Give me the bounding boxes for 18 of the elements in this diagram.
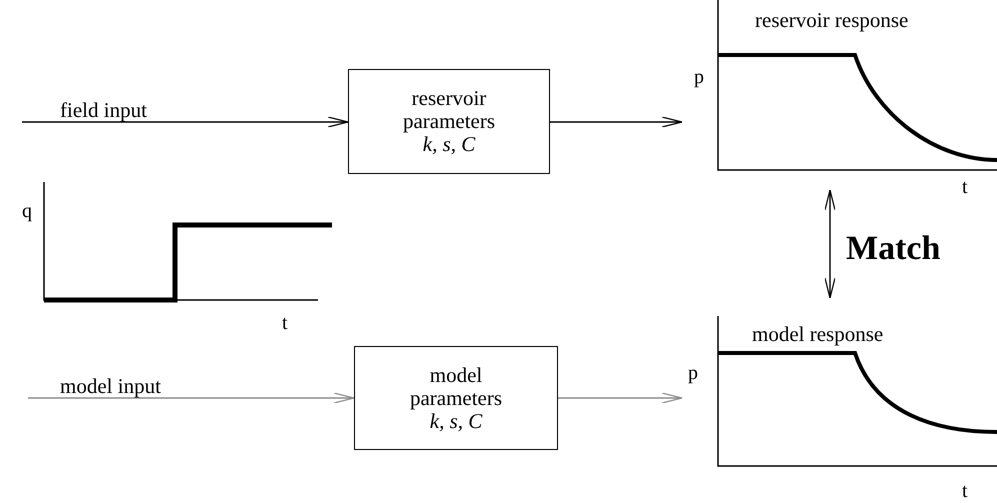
plot-title: model response [752,322,884,347]
arrow [28,392,355,404]
edge-label: field input [60,98,147,123]
axis-label: q [22,200,32,223]
arrow [22,116,349,128]
parameter-box: model parameters k, s, C [354,346,558,450]
parameter-box: reservoir parameters k, s, C [348,69,550,174]
arrow [550,116,683,128]
arrow [558,392,683,404]
axis-label: t [962,480,968,503]
edge-label: model input [60,374,161,399]
axis-label: p [694,66,704,89]
arrow [824,189,836,299]
plot-title: reservoir response [755,8,908,33]
axis-label: p [688,362,698,385]
axis-label: t [962,176,968,199]
axis-label: t [282,312,288,335]
edge-label: Match [846,230,940,268]
